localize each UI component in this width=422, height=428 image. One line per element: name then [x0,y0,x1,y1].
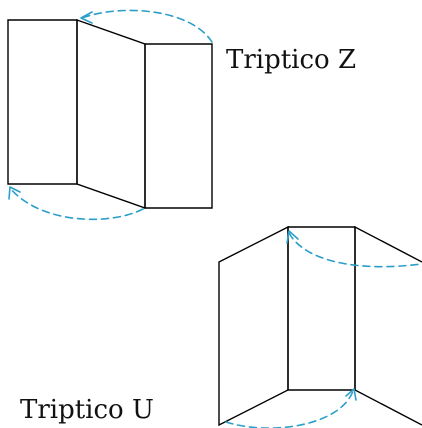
u-fold-right-panel [354,225,422,426]
z-fold-left-panel [7,19,78,185]
z-fold-figure: Triptico Z [7,9,356,221]
u-fold-label: Triptico U [20,395,154,425]
u-fold-left-panel [218,225,289,427]
u-fold-bottom-arrowhead [345,388,357,401]
u-fold-bottom-fold-arrow [225,390,354,428]
z-fold-bottom-fold-arrow [9,187,144,221]
z-fold-top-fold-arrow [81,9,213,43]
z-fold-label: Triptico Z [226,45,356,75]
u-fold-figure: Triptico U [20,225,422,428]
z-fold-bottom-arrowhead [8,186,21,200]
u-fold-top-arrowhead [286,230,299,244]
z-fold-top-arrowhead [80,11,93,24]
u-fold-center-panel [287,226,356,391]
u-fold-top-fold-arrow [288,232,422,268]
z-fold-middle-panel [76,19,146,209]
z-fold-right-panel [144,43,213,209]
